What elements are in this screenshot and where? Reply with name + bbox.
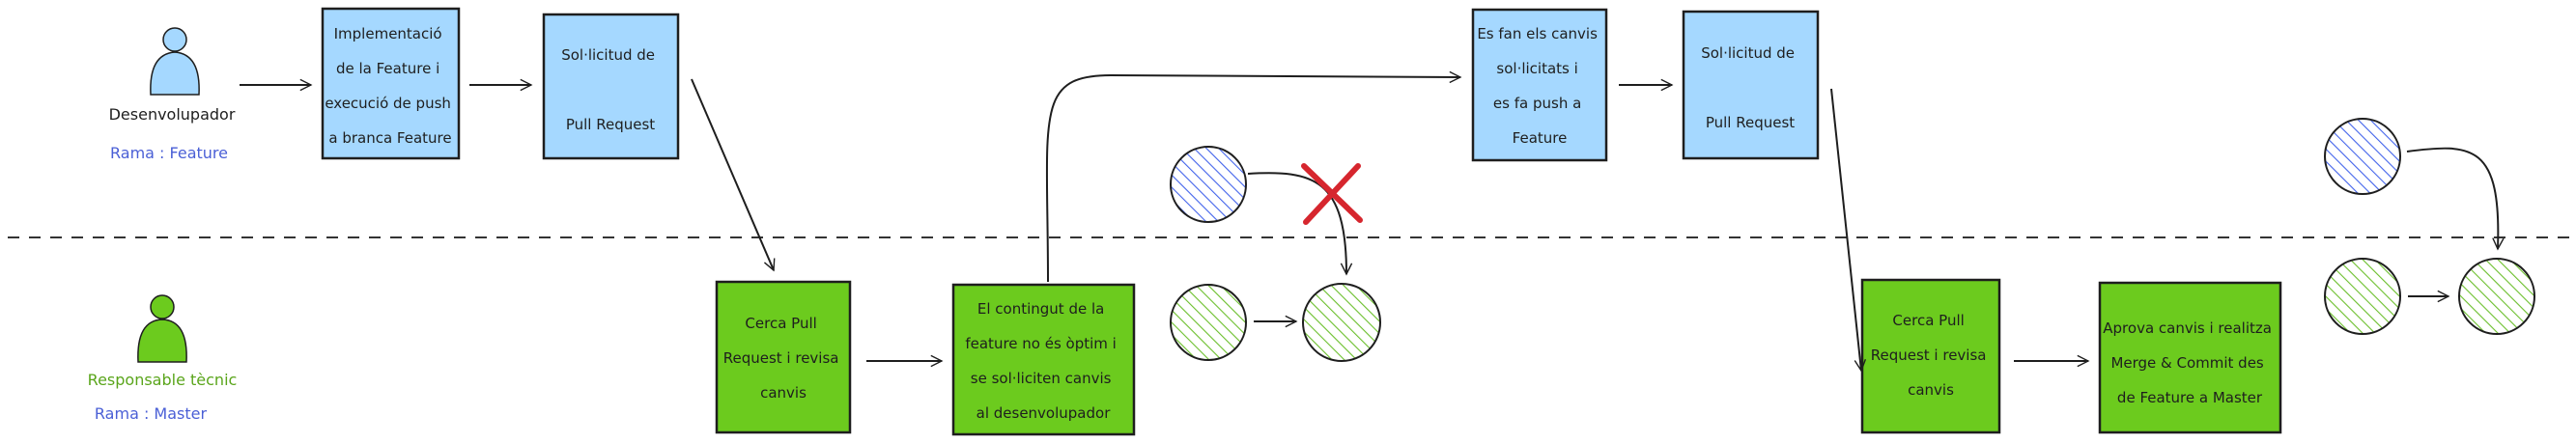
- box-line: a branca Feature: [328, 129, 451, 147]
- tech-lead-branch-label: Rama : Master: [95, 404, 208, 423]
- box-pull-request-2: Sol·licitud de Pull Request: [1682, 10, 1820, 160]
- commit-feature-final: [2324, 118, 2401, 195]
- box-line: Request i revisa: [723, 349, 839, 367]
- svg-text:Sol·licitud de Pull Requ: Sol·licitud de Pull Request: [561, 46, 660, 133]
- svg-text:El contingut de la featu: El contingut de la feature no és òptim i…: [965, 300, 1120, 422]
- box-line: canvis: [1908, 381, 1954, 399]
- developer-actor: Desenvolupador Rama : Feature: [109, 27, 236, 162]
- box-line: Implementació: [334, 25, 442, 42]
- box-pull-request-1: Sol·licitud de Pull Request: [542, 13, 680, 160]
- box-line: de la Feature i: [336, 60, 439, 77]
- box-line: Feature: [1513, 129, 1568, 147]
- commit-feature-rejected: [1170, 146, 1247, 223]
- box-line: es fa push a: [1493, 95, 1581, 112]
- box-line: Sol·licitud de: [561, 46, 655, 64]
- box-line: Pull Request: [1706, 114, 1795, 131]
- arrow-feature-final-to-master: [2406, 147, 2498, 249]
- svg-text:Implementació de la Feat: Implementació de la Feature i execució d…: [325, 25, 455, 147]
- svg-text:Cerca Pull Request i rev: Cerca Pull Request i revisa canvis: [723, 315, 844, 402]
- person-icon: [150, 27, 200, 96]
- arrow-rejected-commit-to-master: [1247, 172, 1346, 274]
- commit-master-b: [1302, 283, 1381, 362]
- box-review-1: Cerca Pull Request i revisa canvis: [715, 280, 852, 434]
- box-line: se sol·liciten canvis: [971, 370, 1112, 387]
- box-not-optimal: El contingut de la feature no és òptim i…: [951, 283, 1136, 436]
- box-line: Cerca Pull: [1892, 312, 1964, 329]
- developer-branch-label: Rama : Feature: [110, 144, 228, 162]
- box-line: al desenvolupador: [977, 404, 1112, 422]
- svg-text:Aprova canvis i realitza: Aprova canvis i realitza Merge & Commit …: [2103, 319, 2276, 406]
- box-line: feature no és òptim i: [965, 335, 1116, 352]
- box-review-2: Cerca Pull Request i revisa canvis: [1860, 278, 2001, 434]
- box-implement: Implementació de la Feature i execució d…: [321, 7, 461, 160]
- box-line: Aprova canvis i realitza: [2103, 319, 2272, 337]
- person-icon: [137, 294, 187, 363]
- box-line: Sol·licitud de: [1701, 44, 1795, 62]
- arrow-not-optimal-to-changes: [1045, 75, 1460, 283]
- box-line: Es fan els canvis: [1477, 25, 1598, 42]
- box-line: Merge & Commit des: [2110, 354, 2263, 372]
- box-line: Cerca Pull: [745, 315, 816, 332]
- svg-text:Cerca Pull Request i rev: Cerca Pull Request i revisa canvis: [1871, 312, 1992, 399]
- box-line: execució de push: [325, 95, 451, 112]
- box-line: de Feature a Master: [2117, 389, 2263, 406]
- commit-master-d: [2458, 258, 2535, 335]
- cross-icon: [1301, 163, 1363, 225]
- box-line: Request i revisa: [1871, 347, 1987, 364]
- commit-master-c: [2324, 258, 2401, 335]
- box-line: canvis: [760, 384, 807, 402]
- box-line: sol·licitats i: [1496, 60, 1577, 77]
- arrow-pr-to-review: [691, 78, 774, 270]
- commit-master-a: [1170, 284, 1247, 361]
- box-changes-pushed: Es fan els canvis sol·licitats i es fa p…: [1471, 8, 1608, 162]
- developer-role-label: Desenvolupador: [109, 105, 236, 124]
- box-line: Pull Request: [566, 116, 655, 133]
- arrow-pr2-to-review2: [1830, 88, 1861, 371]
- tech-lead-role-label: Responsable tècnic: [88, 371, 238, 389]
- tech-lead-actor: Responsable tècnic Rama : Master: [88, 294, 238, 423]
- svg-text:Sol·licitud de Pull Requ: Sol·licitud de Pull Request: [1701, 44, 1799, 131]
- box-approve-merge: Aprova canvis i realitza Merge & Commit …: [2098, 281, 2282, 434]
- svg-text:Es fan els canvis sol·li: Es fan els canvis sol·licitats i es fa p…: [1477, 25, 1601, 147]
- box-line: El contingut de la: [977, 300, 1104, 318]
